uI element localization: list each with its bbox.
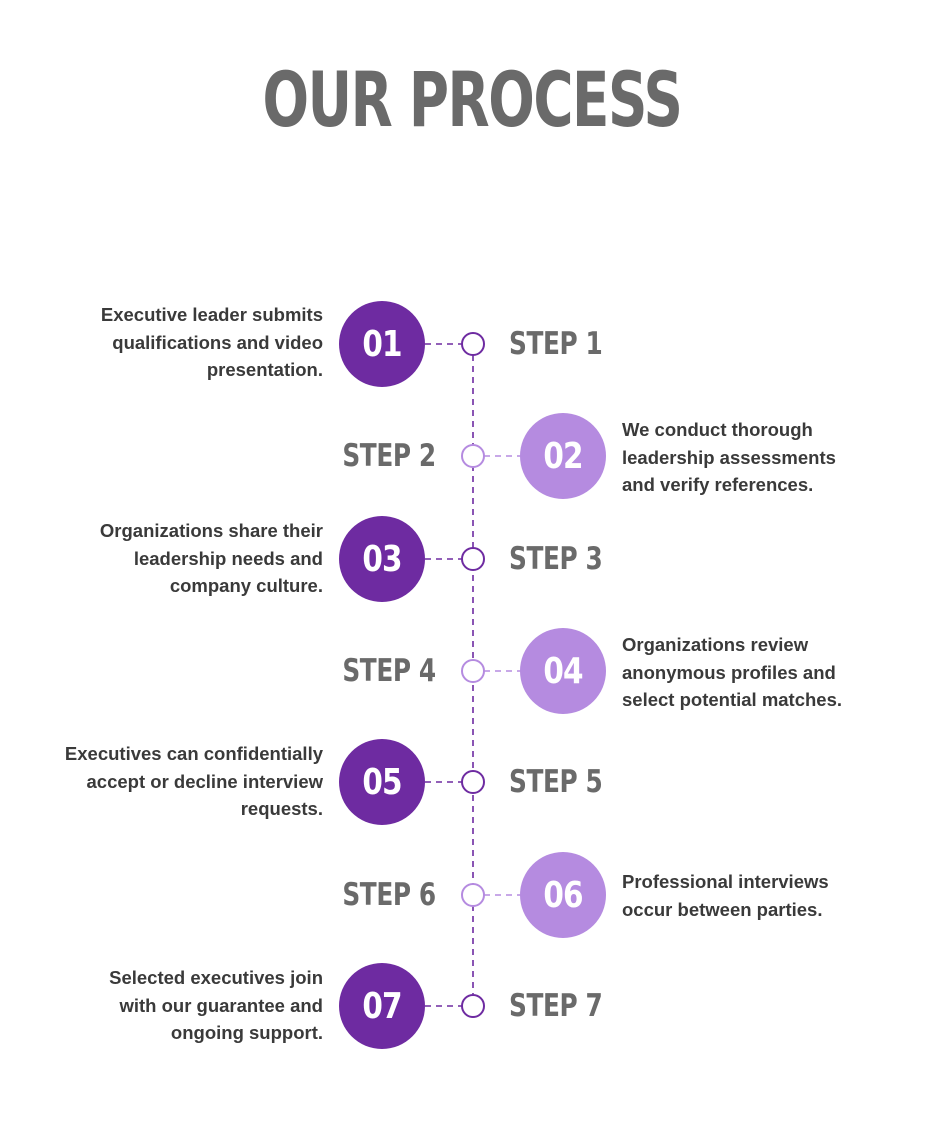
step-4-number: 04 bbox=[543, 650, 583, 692]
step-4-badge: 04 bbox=[520, 628, 606, 714]
step-6-description: Professional interviews occur between pa… bbox=[622, 871, 829, 920]
step-5-badge: 05 bbox=[339, 739, 425, 825]
node-5 bbox=[461, 770, 485, 794]
node-2 bbox=[461, 444, 485, 468]
node-7 bbox=[461, 994, 485, 1018]
step-1-description: Executive leader submits qualifications … bbox=[100, 304, 323, 380]
page-title: OUR PROCESS bbox=[262, 55, 683, 144]
step-3-description: Organizations share their leadership nee… bbox=[99, 520, 323, 596]
step-5-number: 05 bbox=[362, 761, 402, 803]
step-2-badge: 02 bbox=[520, 413, 606, 499]
step-5-label: STEP 5 bbox=[509, 764, 603, 800]
step-2-label: STEP 2 bbox=[342, 438, 437, 474]
step-7-label: STEP 7 bbox=[509, 988, 603, 1024]
node-6 bbox=[461, 883, 485, 907]
step-1-badge: 01 bbox=[339, 301, 425, 387]
step-7-number: 07 bbox=[362, 985, 402, 1027]
node-1 bbox=[461, 332, 485, 356]
step-3-number: 03 bbox=[362, 538, 402, 580]
step-3-badge: 03 bbox=[339, 516, 425, 602]
step-6-number: 06 bbox=[543, 874, 583, 916]
step-7-description: Selected executives join with our guaran… bbox=[109, 967, 323, 1043]
step-2-description: We conduct thorough leadership assessmen… bbox=[622, 419, 836, 495]
step-7-badge: 07 bbox=[339, 963, 425, 1049]
step-3-label: STEP 3 bbox=[509, 541, 603, 577]
step-1-label: STEP 1 bbox=[509, 326, 603, 362]
step-4-description: Organizations review anonymous profiles … bbox=[622, 634, 843, 710]
step-2-number: 02 bbox=[543, 435, 583, 477]
step-5-description: Executives can confidentially accept or … bbox=[64, 743, 323, 819]
node-4 bbox=[461, 659, 485, 683]
step-6-label: STEP 6 bbox=[342, 877, 437, 913]
step-6-badge: 06 bbox=[520, 852, 606, 938]
node-3 bbox=[461, 547, 485, 571]
step-4-label: STEP 4 bbox=[342, 653, 437, 689]
step-1-number: 01 bbox=[362, 323, 402, 365]
